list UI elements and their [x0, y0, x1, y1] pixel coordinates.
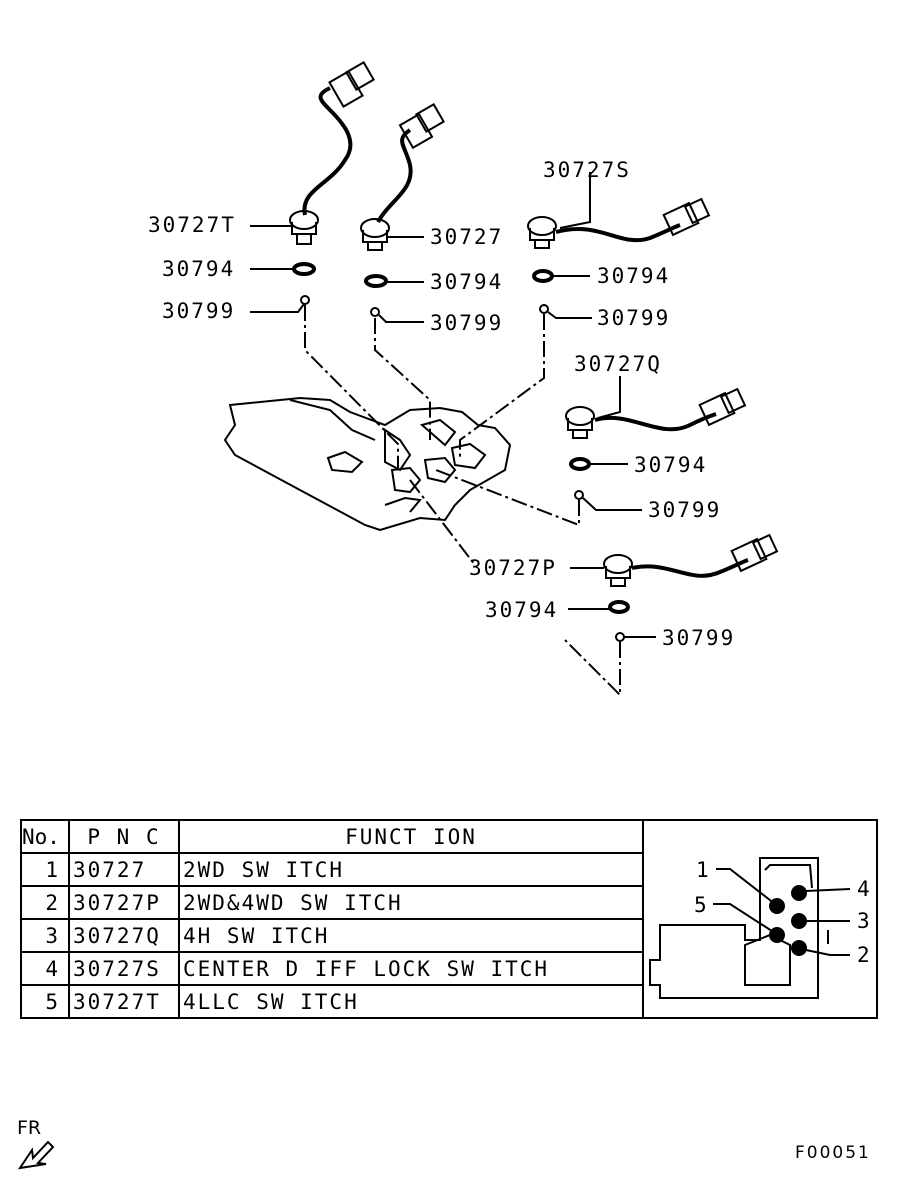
installation-guide-lines [304, 305, 621, 698]
row-function: 2WD&4WD SW ITCH [178, 885, 644, 920]
label-30727s-oring: 30794 [597, 264, 671, 288]
row-no: 4 [20, 951, 70, 986]
switch-30727s-illustration [527, 197, 711, 314]
row-pnc: 30727S [68, 951, 180, 986]
row-no: 2 [20, 885, 70, 920]
switch-30727t-illustration [289, 60, 376, 305]
switch-30727p-illustration [603, 533, 779, 642]
table-row: 4 30727S CENTER D IFF LOCK SW ITCH [20, 951, 877, 986]
label-30727q-oring: 30794 [634, 453, 708, 477]
function-table: No. P N C FUNCT ION 1 30727 2WD SW ITCH … [20, 819, 878, 1019]
label-30727-oring: 30794 [430, 270, 504, 294]
table-header-row: No. P N C FUNCT ION [20, 819, 878, 1019]
label-30727-ball: 30799 [430, 311, 504, 335]
label-30727t-ball: 30799 [162, 299, 236, 323]
pin-label-4: 4 [857, 877, 870, 901]
row-function: 2WD SW ITCH [178, 852, 644, 887]
figure-code: F00051 [795, 1143, 871, 1163]
label-30727p-switch: 30727P [469, 556, 557, 580]
pin-label-1: 1 [696, 858, 709, 882]
row-function: 4LLC SW ITCH [178, 984, 644, 1019]
row-no: 3 [20, 918, 70, 953]
header-function: FUNCT ION [178, 819, 644, 854]
row-function: CENTER D IFF LOCK SW ITCH [178, 951, 644, 986]
connector-cell [642, 819, 878, 1019]
row-pnc: 30727 [68, 852, 180, 887]
row-pnc: 30727T [68, 984, 180, 1019]
front-arrow-icon [17, 1140, 55, 1170]
label-30727s-ball: 30799 [597, 306, 671, 330]
label-30727-switch: 30727 [430, 225, 504, 249]
row-function: 4H SW ITCH [178, 918, 644, 953]
pin-label-5: 5 [694, 893, 707, 917]
header-no: No. [20, 819, 70, 854]
row-no: 5 [20, 984, 70, 1019]
pin-label-2: 2 [857, 943, 870, 967]
table-row: 3 30727Q 4H SW ITCH [20, 918, 877, 953]
row-pnc: 30727Q [68, 918, 180, 953]
row-pnc: 30727P [68, 885, 180, 920]
header-pnc: P N C [68, 819, 180, 854]
transfer-housing [223, 396, 512, 532]
label-30727t-switch: 30727T [148, 213, 236, 237]
table-row: 5 30727T 4LLC SW ITCH [20, 984, 877, 1019]
label-30727q-switch: 30727Q [574, 352, 662, 376]
label-30727q-ball: 30799 [648, 498, 722, 522]
switch-30727-illustration [360, 102, 446, 317]
row-no: 1 [20, 852, 70, 887]
label-30727s-switch: 30727S [543, 158, 631, 182]
label-30727p-ball: 30799 [662, 626, 736, 650]
table-row: 2 30727P 2WD&4WD SW ITCH [20, 885, 877, 920]
pin-label-3: 3 [857, 909, 870, 933]
table-row: 1 30727 2WD SW ITCH [20, 852, 877, 887]
label-30727p-oring: 30794 [485, 598, 559, 622]
leader-lines [250, 172, 656, 638]
switch-30727q-illustration [565, 387, 747, 500]
label-30727t-oring: 30794 [162, 257, 236, 281]
front-marker: FR [17, 1117, 42, 1139]
